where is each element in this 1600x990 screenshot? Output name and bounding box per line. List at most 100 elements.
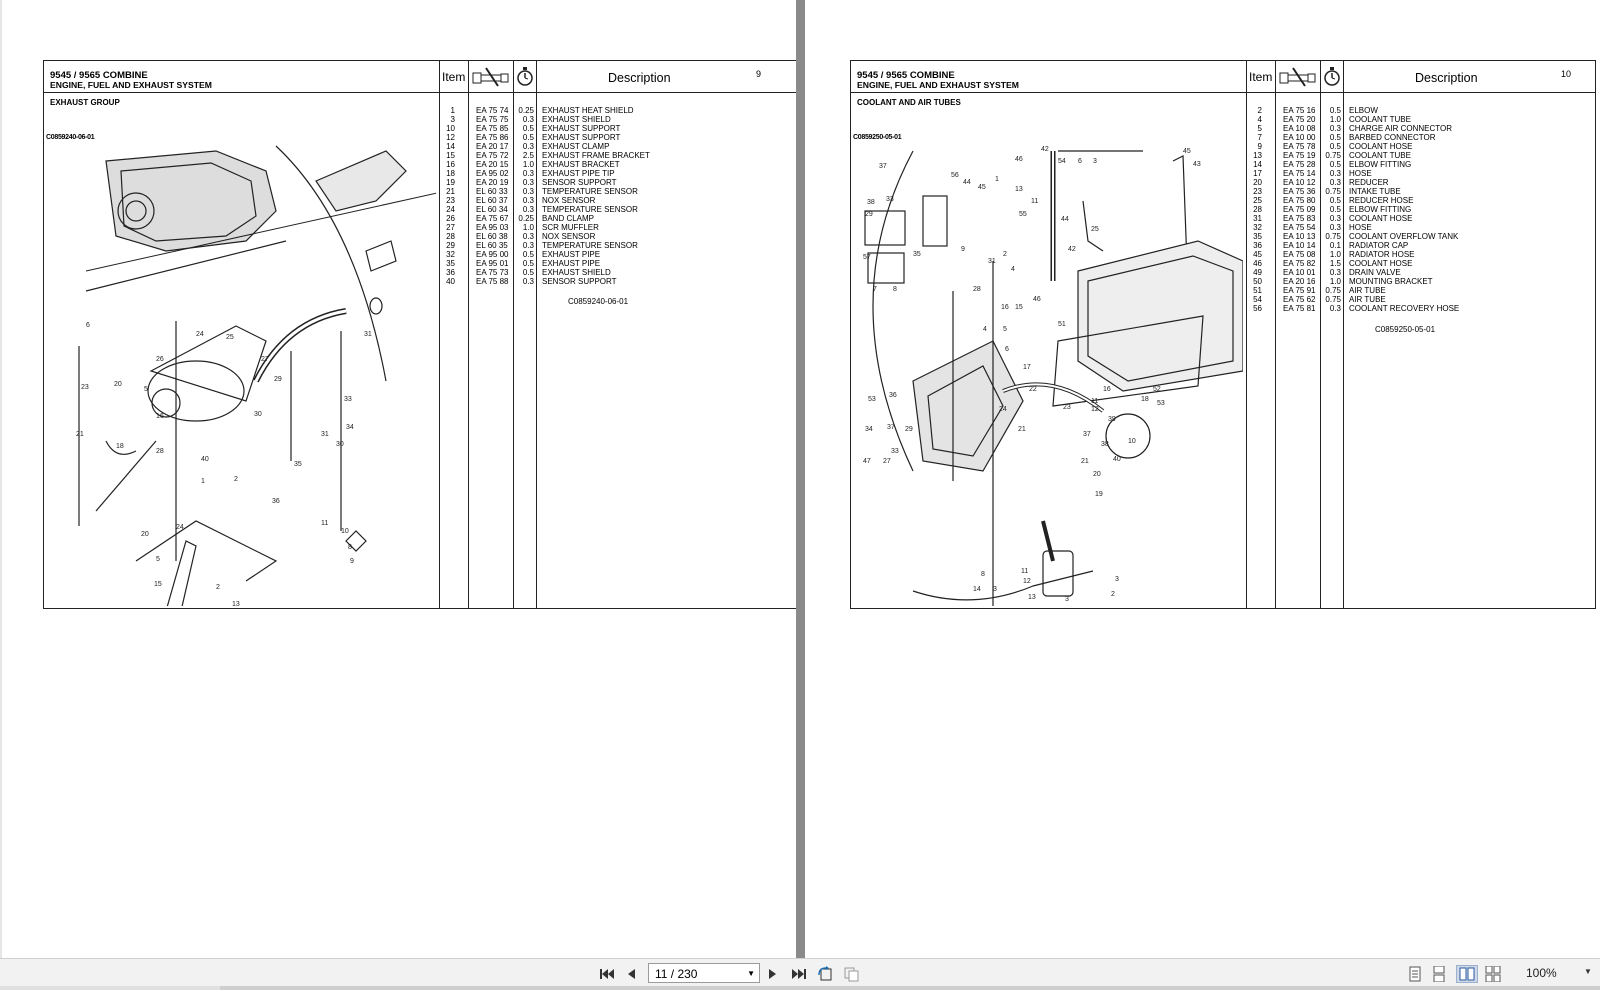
cell-time: 0.3 <box>522 178 534 187</box>
cell-time: 0.5 <box>522 133 534 142</box>
cell-part: EA 75 14 <box>1283 169 1316 178</box>
cell-time: 0.25 <box>518 106 534 115</box>
page-number-input[interactable]: 11 / 230 ▼ <box>648 963 760 983</box>
cell-part: EA 75 09 <box>1283 205 1316 214</box>
scrollbar-thumb[interactable] <box>220 986 1600 990</box>
svg-text:35: 35 <box>913 251 921 258</box>
svg-text:25: 25 <box>226 334 234 341</box>
svg-text:10: 10 <box>1128 438 1136 445</box>
zoom-dropdown-icon[interactable]: ▼ <box>1584 967 1592 976</box>
two-page-icon[interactable] <box>1456 965 1478 983</box>
cell-part: EA 10 13 <box>1283 232 1316 241</box>
part-number-icon <box>1279 66 1317 93</box>
stopwatch-icon <box>516 66 534 93</box>
svg-text:36: 36 <box>272 498 280 505</box>
svg-text:31: 31 <box>364 331 372 338</box>
cell-time: 0.5 <box>1329 160 1341 169</box>
svg-text:45: 45 <box>1183 148 1191 155</box>
cell-desc: COOLANT RECOVERY HOSE <box>1349 304 1460 313</box>
rotate-icon[interactable] <box>816 965 834 983</box>
svg-text:33: 33 <box>344 396 352 403</box>
svg-text:14: 14 <box>973 586 981 593</box>
svg-text:21: 21 <box>1018 426 1026 433</box>
cell-item: 49 <box>1253 268 1262 277</box>
model-title: 9545 / 9565 COMBINE <box>857 70 955 81</box>
svg-text:4: 4 <box>983 326 987 333</box>
two-page-continuous-icon[interactable] <box>1484 965 1502 983</box>
cell-time: 0.5 <box>1329 133 1341 142</box>
cell-time: 1.0 <box>522 223 534 232</box>
cell-item: 9 <box>1257 142 1262 151</box>
svg-text:35: 35 <box>294 461 302 468</box>
svg-text:52: 52 <box>1153 386 1161 393</box>
cell-time: 0.1 <box>1329 241 1341 250</box>
cell-desc: HOSE <box>1349 223 1372 232</box>
cell-desc: DRAIN VALVE <box>1349 268 1401 277</box>
cell-desc: RADIATOR CAP <box>1349 241 1409 250</box>
system-title: ENGINE, FUEL AND EXHAUST SYSTEM <box>50 80 212 90</box>
cell-time: 0.3 <box>522 142 534 151</box>
cell-item: 27 <box>446 223 455 232</box>
svg-text:13: 13 <box>1015 186 1023 193</box>
svg-text:11: 11 <box>1021 568 1028 575</box>
cell-desc: BARBED CONNECTOR <box>1349 133 1436 142</box>
column-header-item: Item <box>442 70 466 84</box>
cell-desc: REDUCER <box>1349 178 1389 187</box>
cell-time: 0.3 <box>1329 268 1341 277</box>
prev-page-icon[interactable] <box>622 965 640 983</box>
cell-time: 0.5 <box>1329 142 1341 151</box>
svg-text:8: 8 <box>348 544 352 551</box>
next-page-icon[interactable] <box>764 965 782 983</box>
svg-text:44: 44 <box>1061 216 1069 223</box>
svg-text:42: 42 <box>1068 246 1076 253</box>
cell-item: 56 <box>1253 304 1262 313</box>
svg-text:26: 26 <box>156 356 164 363</box>
horizontal-scrollbar[interactable] <box>0 986 1600 990</box>
cell-time: 1.0 <box>522 160 534 169</box>
svg-text:29: 29 <box>865 211 873 218</box>
cell-item: 18 <box>446 169 455 178</box>
svg-text:37: 37 <box>1083 431 1091 438</box>
copy-icon[interactable] <box>842 965 860 983</box>
last-page-icon[interactable] <box>790 965 808 983</box>
cell-part: EA 75 91 <box>1283 286 1316 295</box>
cell-part: EA 75 16 <box>1283 106 1316 115</box>
svg-text:53: 53 <box>868 396 876 403</box>
cell-desc: TEMPERATURE SENSOR <box>542 241 638 250</box>
continuous-icon[interactable] <box>1430 965 1448 983</box>
first-page-icon[interactable] <box>598 965 616 983</box>
cell-item: 28 <box>1253 205 1262 214</box>
cell-desc: COOLANT HOSE <box>1349 214 1413 223</box>
single-page-icon[interactable] <box>1406 965 1424 983</box>
zoom-level[interactable]: 100% <box>1526 966 1557 980</box>
cell-item: 13 <box>1253 151 1262 160</box>
cell-part: EL 60 37 <box>476 196 508 205</box>
cell-desc: EXHAUST CLAMP <box>542 142 610 151</box>
parts-sheet-left: 9545 / 9565 COMBINE ENGINE, FUEL AND EXH… <box>43 60 829 609</box>
svg-text:15: 15 <box>154 581 162 588</box>
svg-text:30: 30 <box>336 441 344 448</box>
svg-text:44: 44 <box>963 179 971 186</box>
cell-desc: TEMPERATURE SENSOR <box>542 187 638 196</box>
reference-code: C0859250-05-01 <box>1375 325 1436 334</box>
cell-time: 0.5 <box>522 250 534 259</box>
cell-item: 36 <box>1253 241 1262 250</box>
svg-text:1: 1 <box>995 176 999 183</box>
svg-text:38: 38 <box>1101 441 1109 448</box>
cell-time: 0.5 <box>522 124 534 133</box>
chevron-down-icon[interactable]: ▼ <box>747 969 755 978</box>
cell-time: 1.0 <box>1329 115 1341 124</box>
cell-time: 0.3 <box>522 169 534 178</box>
cell-desc: MOUNTING BRACKET <box>1349 277 1433 286</box>
svg-text:5: 5 <box>144 386 148 393</box>
